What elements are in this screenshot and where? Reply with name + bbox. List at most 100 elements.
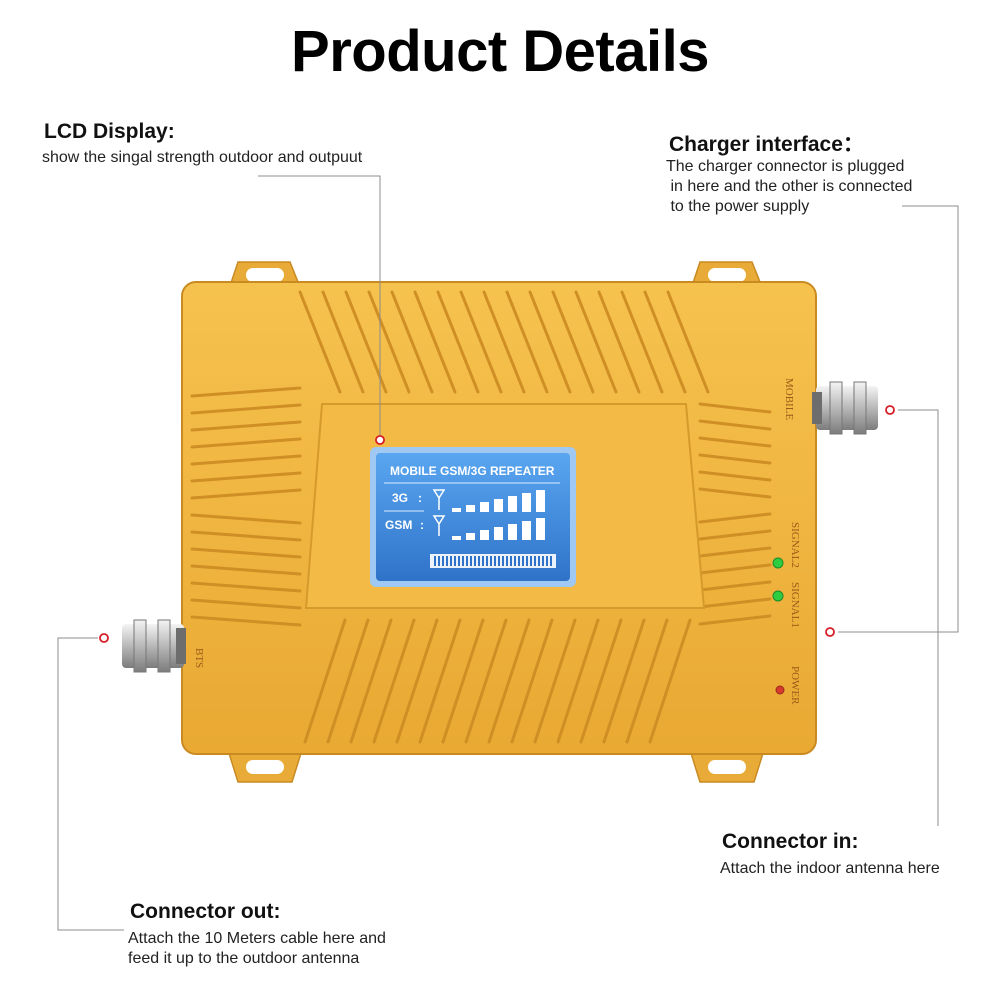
connector-out-callout-heading: Connector out:	[130, 900, 281, 923]
lcd-gain-tick	[474, 556, 476, 566]
lcd-gain-bar	[430, 554, 556, 568]
heatsink-fin	[190, 598, 302, 610]
lcd-signal-bar	[522, 521, 531, 540]
heatsink-fin	[190, 581, 302, 593]
led-signal-1	[772, 590, 784, 602]
heatsink-fin	[698, 470, 772, 482]
lcd-display: MOBILE GSM/3G REPEATER 3G : GSM :	[370, 447, 576, 587]
heatsink-fin	[321, 290, 365, 394]
heatsink-fins	[190, 290, 772, 744]
lcd-band-gsm: GSM	[385, 518, 412, 532]
lcd-gain-tick	[470, 556, 472, 566]
lcd-gain-tick	[518, 556, 520, 566]
page-title: Product Details	[291, 19, 709, 84]
heatsink-fin	[190, 386, 302, 398]
led-power	[775, 685, 785, 695]
lcd-gain-tick	[534, 556, 536, 566]
connector-out-callout-dot	[99, 633, 109, 643]
lcd-signal-bar	[480, 502, 489, 512]
heatsink-fin	[579, 618, 623, 744]
connector-in-leader-line	[898, 409, 939, 826]
lcd-gain-tick	[514, 556, 516, 566]
heatsink-fin	[556, 618, 600, 744]
heatsink-fin	[625, 618, 669, 744]
heatsink-fin	[698, 580, 772, 592]
heatsink-fin	[505, 290, 549, 394]
lcd-banner-text: MOBILE GSM/3G REPEATER	[390, 464, 555, 478]
lcd-signal-bar	[508, 524, 517, 540]
lcd-gain-tick	[466, 556, 468, 566]
heatsink-fin	[190, 564, 302, 576]
lcd-callout-dot	[375, 435, 385, 445]
heatsink-fin	[666, 290, 710, 394]
heatsink-fin	[648, 618, 692, 744]
lcd-gain-tick	[482, 556, 484, 566]
lcd-callout-heading: LCD Display:	[44, 120, 175, 143]
heatsink-fin	[372, 618, 416, 744]
heatsink-fin	[298, 290, 342, 394]
heatsink-fin	[190, 615, 302, 627]
bts-connector	[122, 619, 186, 673]
port-label-mobile: MOBILE	[783, 378, 795, 420]
lcd-band-3g: 3G	[392, 491, 408, 505]
heatsink-fin	[303, 618, 347, 744]
heatsink-fin	[459, 290, 503, 394]
heatsink-fin	[698, 614, 772, 626]
led-label-signal-1: SIGNAL1	[789, 582, 801, 628]
lcd-signal-bar	[494, 499, 503, 512]
heatsink-fin	[190, 471, 302, 483]
heatsink-fin	[190, 547, 302, 559]
heatsink-fin	[441, 618, 485, 744]
heatsink-fin	[551, 290, 595, 394]
lcd-leader-line	[258, 175, 381, 436]
heatsink-fin	[326, 618, 370, 744]
antenna-icon-3g	[432, 489, 446, 510]
heatsink-fin	[190, 437, 302, 449]
lcd-signal-bar	[466, 533, 475, 540]
lcd-signal-bar	[494, 527, 503, 540]
lcd-gain-tick	[478, 556, 480, 566]
svg-text::: :	[418, 491, 422, 505]
heatsink-fin	[367, 290, 411, 394]
led-label-power: POWER	[789, 666, 801, 705]
svg-text::: :	[420, 518, 424, 532]
heatsink-fin	[390, 290, 434, 394]
charger-callout-heading: Charger interface：	[669, 133, 864, 156]
lcd-signal-bar	[522, 493, 531, 512]
lcd-signal-bar	[508, 496, 517, 512]
lcd-gain-tick	[434, 556, 436, 566]
lcd-gain-tick	[522, 556, 524, 566]
heatsink-fin	[190, 488, 302, 500]
heatsink-fin	[528, 290, 572, 394]
lcd-gain-tick	[502, 556, 504, 566]
lcd-gain-tick	[458, 556, 460, 566]
heatsink-fin	[698, 487, 772, 499]
heatsink-fin	[533, 618, 577, 744]
lcd-gain-tick	[526, 556, 528, 566]
heatsink-fin	[620, 290, 664, 394]
heatsink-fin	[413, 290, 457, 394]
lcd-signal-bar	[452, 536, 461, 540]
port-label-bts: BTS	[193, 648, 205, 668]
lcd-gain-tick	[550, 556, 552, 566]
heatsink-fin	[349, 618, 393, 744]
lcd-gain-tick	[490, 556, 492, 566]
lcd-gain-tick	[454, 556, 456, 566]
heatsink-fin	[190, 420, 302, 432]
lcd-gain-tick	[446, 556, 448, 566]
antenna-icon-gsm	[432, 515, 446, 536]
heatsink-fin	[190, 530, 302, 542]
heatsink-fin	[698, 563, 772, 575]
connector-in-callout-body: Attach the indoor antenna here	[720, 860, 940, 877]
lcd-gain-tick	[530, 556, 532, 566]
connector-in-callout-dot	[885, 405, 895, 415]
mobile-connector	[812, 381, 878, 435]
lcd-gain-tick	[438, 556, 440, 566]
heatsink-fin	[510, 618, 554, 744]
heatsink-fin	[418, 618, 462, 744]
led-signal-2	[772, 557, 784, 569]
heatsink-fin	[698, 436, 772, 448]
lcd-gain-tick	[510, 556, 512, 566]
heatsink-fin	[698, 597, 772, 609]
